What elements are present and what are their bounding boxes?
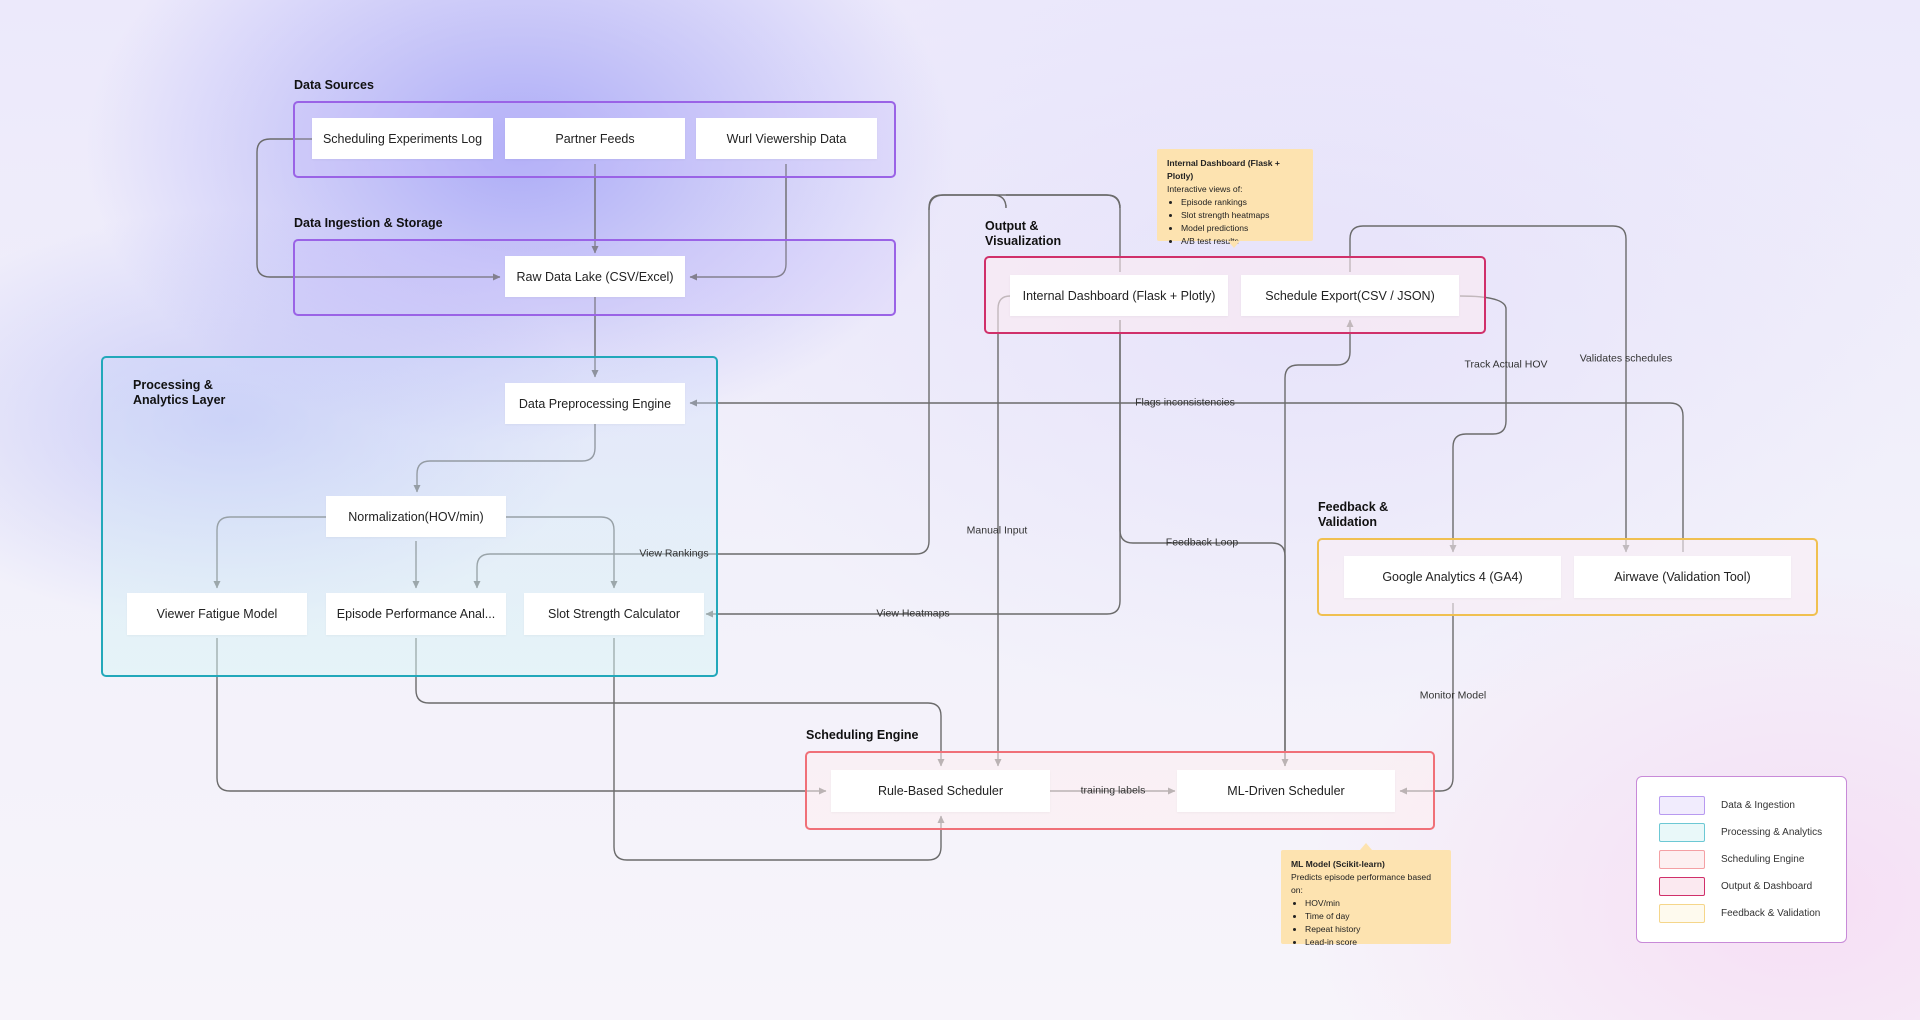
node-viewer-fatigue-model[interactable]: Viewer Fatigue Model <box>127 593 307 635</box>
edge-label-monitor-model: Monitor Model <box>1419 689 1487 702</box>
edge-label-view-heatmaps: View Heatmaps <box>876 607 950 620</box>
node-schedule-export[interactable]: Schedule Export(CSV / JSON) <box>1241 275 1459 316</box>
group-title-data-sources: Data Sources <box>294 78 374 92</box>
group-title-processing: Processing & Analytics Layer <box>133 378 226 407</box>
note-ml-title: ML Model (Scikit-learn) <box>1291 859 1385 869</box>
legend-label: Output & Dashboard <box>1721 881 1813 892</box>
edge-label-track-actual-hov: Track Actual HOV <box>1464 358 1548 371</box>
edge-episode-to-rule <box>415 638 945 767</box>
node-airwave[interactable]: Airwave (Validation Tool) <box>1574 556 1791 598</box>
legend-item-feedback: Feedback & Validation <box>1659 904 1820 923</box>
note-ml-intro: Predicts episode performance based on: <box>1291 872 1431 895</box>
node-ml-driven-scheduler[interactable]: ML-Driven Scheduler <box>1177 770 1395 812</box>
node-slot-strength-calculator[interactable]: Slot Strength Calculator <box>524 593 704 635</box>
edge-label-flags-inconsistencies: Flags inconsistencies <box>1135 396 1235 409</box>
legend-swatch <box>1659 877 1705 896</box>
legend: Data & Ingestion Processing & Analytics … <box>1636 776 1847 943</box>
legend-swatch <box>1659 823 1705 842</box>
node-episode-performance[interactable]: Episode Performance Anal... <box>326 593 506 635</box>
legend-label: Feedback & Validation <box>1721 908 1821 919</box>
node-raw-data-lake[interactable]: Raw Data Lake (CSV/Excel) <box>505 256 685 297</box>
note-ml-item: HOV/min <box>1305 897 1441 910</box>
node-normalization[interactable]: Normalization(HOV/min) <box>326 496 506 537</box>
group-title-ingestion: Data Ingestion & Storage <box>294 216 443 230</box>
legend-label: Processing & Analytics <box>1721 827 1823 838</box>
legend-swatch <box>1659 850 1705 869</box>
edge-label-validates-schedules: Validates schedules <box>1579 352 1673 365</box>
node-partner-feeds[interactable]: Partner Feeds <box>505 118 685 159</box>
legend-swatch <box>1659 904 1705 923</box>
legend-item-data-ingestion: Data & Ingestion <box>1659 796 1795 815</box>
group-title-output: Output & Visualization <box>985 219 1062 248</box>
node-rule-based-scheduler[interactable]: Rule-Based Scheduler <box>831 770 1050 812</box>
node-internal-dashboard[interactable]: Internal Dashboard (Flask + Plotly) <box>1010 275 1228 316</box>
edge-experiments-to-lake <box>256 138 501 281</box>
edge-wurl-to-lake <box>689 164 787 281</box>
note-dashboard-item: Episode rankings <box>1181 196 1303 209</box>
edge-ga4-monitor-model <box>1399 603 1454 795</box>
node-google-analytics-4[interactable]: Google Analytics 4 (GA4) <box>1344 556 1561 598</box>
note-ml-list: HOV/min Time of day Repeat history Lead-… <box>1291 897 1441 949</box>
note-dashboard-item: A/B test results <box>1181 235 1303 248</box>
note-ml-model: ML Model (Scikit-learn) Predicts episode… <box>1281 850 1451 947</box>
edge-export-validates-airwave <box>1349 225 1630 553</box>
edge-label-manual-input: Manual Input <box>966 524 1028 537</box>
node-wurl-viewership-data[interactable]: Wurl Viewership Data <box>696 118 877 159</box>
edge-ml-to-export <box>1284 319 1354 766</box>
note-ml-pointer <box>1360 843 1372 850</box>
note-ml-item: Repeat history <box>1305 923 1441 936</box>
node-data-preprocessing-engine[interactable]: Data Preprocessing Engine <box>505 383 685 424</box>
note-dashboard-title: Internal Dashboard (Flask + Plotly) <box>1167 158 1280 181</box>
legend-swatch <box>1659 796 1705 815</box>
note-dashboard-item: Model predictions <box>1181 222 1303 235</box>
group-title-feedback: Feedback & Validation <box>1318 500 1389 529</box>
note-internal-dashboard: Internal Dashboard (Flask + Plotly) Inte… <box>1157 149 1313 246</box>
edge-fatigue-to-rule <box>216 638 827 795</box>
note-ml-item: Time of day <box>1305 910 1441 923</box>
legend-item-scheduling: Scheduling Engine <box>1659 850 1804 869</box>
note-dashboard-list: Episode rankings Slot strength heatmaps … <box>1167 196 1303 248</box>
edge-label-view-rankings: View Rankings <box>639 547 709 560</box>
group-title-scheduling: Scheduling Engine <box>806 728 919 742</box>
node-scheduling-experiments-log[interactable]: Scheduling Experiments Log <box>312 118 493 159</box>
note-dashboard-item: Slot strength heatmaps <box>1181 209 1303 222</box>
legend-label: Scheduling Engine <box>1721 854 1805 865</box>
note-dashboard-intro: Interactive views of: <box>1167 184 1243 194</box>
edge-label-feedback-loop: Feedback Loop <box>1165 536 1239 549</box>
legend-item-output: Output & Dashboard <box>1659 877 1812 896</box>
note-ml-item: Lead-in score <box>1305 936 1441 949</box>
edge-dashboard-feedback-loop <box>1119 320 1289 767</box>
legend-item-processing: Processing & Analytics <box>1659 823 1822 842</box>
edge-dashboard-loop-top <box>928 194 1121 272</box>
note-dashboard-pointer <box>1228 241 1240 248</box>
edge-export-to-ga4 <box>1449 295 1507 553</box>
edge-slot-to-rule <box>613 638 945 861</box>
edge-preprocessing-to-airwave <box>689 399 1684 552</box>
legend-label: Data & Ingestion <box>1721 800 1795 811</box>
edge-label-training-labels: training labels <box>1080 784 1146 797</box>
